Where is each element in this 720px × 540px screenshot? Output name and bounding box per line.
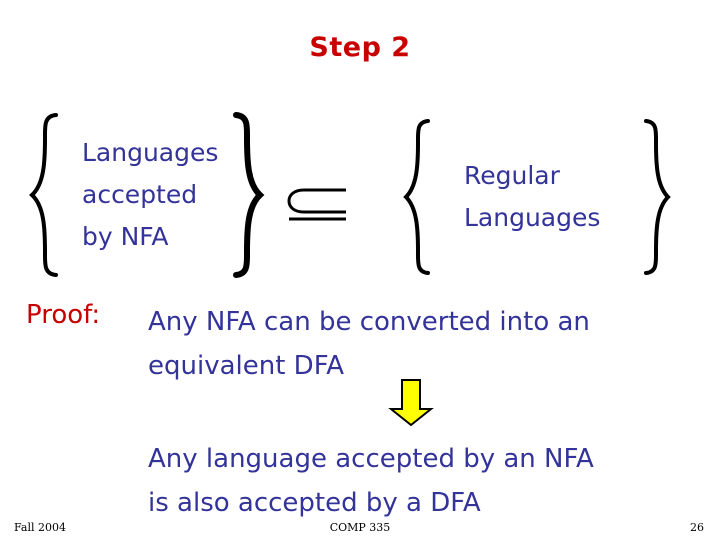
- set-regular-text: Regular Languages: [432, 155, 642, 239]
- proof-line-2: equivalent DFA: [148, 351, 345, 381]
- proof-line-1: Any NFA can be converted into an: [148, 307, 590, 337]
- proof-body: Any NFA can be converted into an equival…: [148, 300, 688, 388]
- conclusion-line-1: Any language accepted by an NFA: [148, 444, 594, 474]
- subset-or-equal-icon: [286, 186, 348, 222]
- footer-course: COMP 335: [329, 521, 391, 534]
- set-group-regular: Regular Languages: [400, 118, 674, 276]
- right-curly-brace-close-icon: [642, 118, 674, 276]
- set-group-nfa: Languages accepted by NFA: [26, 112, 266, 278]
- set-regular-line-1: Regular: [464, 161, 560, 190]
- set-nfa-line-3: by NFA: [82, 222, 169, 251]
- set-regular-line-2: Languages: [464, 203, 601, 232]
- proof-label: Proof:: [26, 300, 101, 330]
- down-arrow-icon: [386, 378, 436, 428]
- footer-term: Fall 2004: [14, 521, 66, 534]
- right-curly-brace-open-icon: [400, 118, 432, 276]
- left-curly-brace-open-icon: [26, 112, 60, 278]
- set-nfa-line-2: accepted: [82, 180, 198, 209]
- left-curly-brace-close-icon: [232, 112, 266, 278]
- footer-page-number: 26: [690, 521, 704, 534]
- set-nfa-text: Languages accepted by NFA: [60, 132, 232, 258]
- page-title: Step 2: [309, 32, 411, 63]
- set-nfa-line-1: Languages: [82, 138, 219, 167]
- conclusion-line-2: is also accepted by a DFA: [148, 488, 481, 518]
- conclusion-text: Any language accepted by an NFA is also …: [148, 437, 708, 525]
